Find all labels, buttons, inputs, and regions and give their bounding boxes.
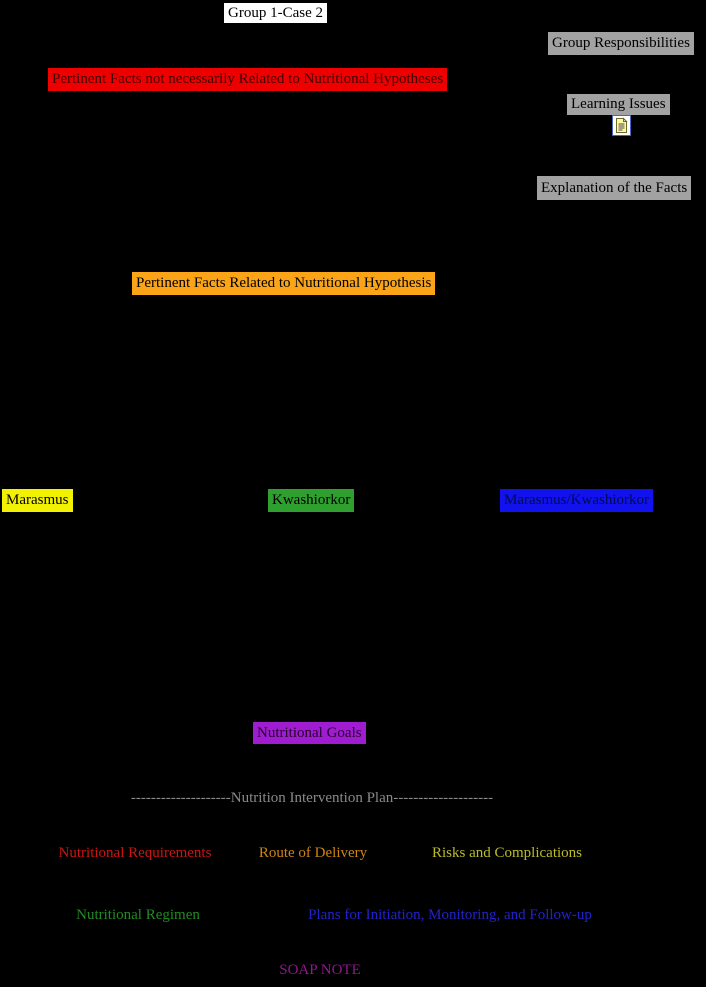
nutritional-regimen-label[interactable]: Nutritional Regimen [76,907,200,923]
document-note-icon[interactable] [612,115,631,136]
marasmus-node[interactable]: Marasmus [2,489,73,512]
explanation-of-facts-node[interactable]: Explanation of the Facts [537,176,692,200]
nutrition-intervention-plan-divider: --------------------Nutrition Interventi… [130,790,494,806]
marasmus-kwashiorkor-node[interactable]: Marasmus/Kwashiorkor [500,489,653,512]
nutritional-goals-node[interactable]: Nutritional Goals [253,722,366,744]
case-title-node[interactable]: Group 1-Case 2 [224,3,327,23]
plans-follow-up-label[interactable]: Plans for Initiation, Monitoring, and Fo… [308,907,592,923]
facts-related-node[interactable]: Pertinent Facts Related to Nutritional H… [132,272,436,295]
facts-not-related-node[interactable]: Pertinent Facts not necessarily Related … [48,68,448,91]
kwashiorkor-node[interactable]: Kwashiorkor [268,489,355,512]
nutritional-requirements-label[interactable]: Nutritional Requirements [58,845,212,861]
soap-note-label[interactable]: SOAP NOTE [279,962,361,978]
group-responsibilities-node[interactable]: Group Responsibilities [548,32,694,55]
risks-and-complications-label[interactable]: Risks and Complications [432,845,582,861]
learning-issues-node[interactable]: Learning Issues [567,94,670,115]
route-of-delivery-label[interactable]: Route of Delivery [258,845,368,861]
